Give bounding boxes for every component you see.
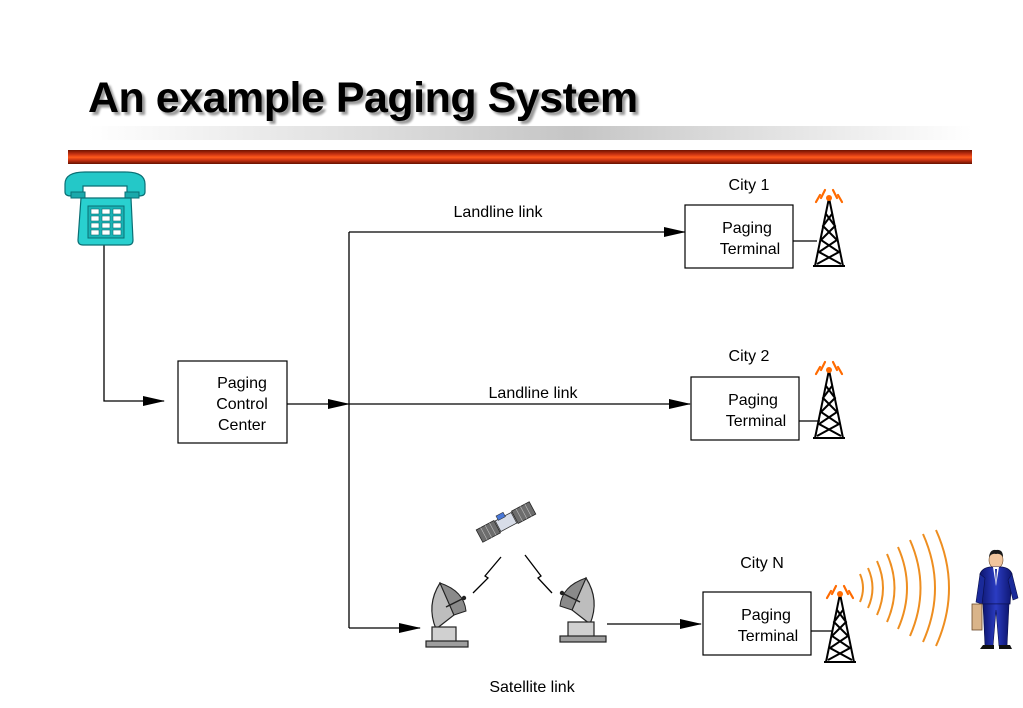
control-center-label-line-1: Paging <box>217 375 267 392</box>
landline-link-label-1: Landline link <box>454 204 544 221</box>
city-n-terminal-label-line-1: Paging <box>741 607 791 624</box>
control-center-label-line-3: Center <box>218 417 267 434</box>
city-2-terminal-label-line-2: Terminal <box>726 413 786 430</box>
city-n-paging-terminal <box>702 591 812 656</box>
connector-lines <box>103 227 833 633</box>
slide-title: An example Paging System <box>88 74 638 122</box>
city-2-label: City 2 <box>729 348 770 365</box>
city-n-label: City N <box>740 555 784 572</box>
businessman-icon <box>971 549 1019 649</box>
city-1-terminal-label-line-2: Terminal <box>720 241 780 258</box>
satellite-icon <box>475 501 537 543</box>
paging-control-center: Paging Control Center <box>177 360 288 444</box>
accent-bar <box>68 150 972 164</box>
radio-waves-icon <box>859 529 950 647</box>
city-n-terminal-label-line-2: Terminal <box>738 628 798 645</box>
city-1-paging-terminal <box>684 204 794 269</box>
control-center-label-line-2: Control <box>216 396 268 413</box>
uplink-zigzag <box>472 556 502 594</box>
city-2-group: City 2 Paging Terminal <box>690 348 800 441</box>
radio-tower-icon <box>813 188 845 267</box>
city-2-paging-terminal <box>690 376 800 441</box>
satellite-link-label: Satellite link <box>489 679 575 696</box>
radio-tower-icon <box>813 360 845 439</box>
city-1-group: City 1 Paging Terminal <box>684 177 794 269</box>
city-1-terminal-label-line-1: Paging <box>722 220 772 237</box>
city-1-label: City 1 <box>729 177 770 194</box>
telephone-icon <box>64 171 146 246</box>
landline-link-label-2: Landline link <box>489 385 579 402</box>
phone-to-center-line <box>103 245 165 406</box>
city-n-group: City N Paging Terminal <box>702 555 812 656</box>
satellite-dish-icon <box>559 576 607 643</box>
city-2-terminal-label-line-1: Paging <box>728 392 778 409</box>
satellite-dish-icon <box>425 581 469 648</box>
radio-tower-icon <box>824 584 856 663</box>
title-shadow-band <box>88 126 972 140</box>
downlink-zigzag <box>524 554 553 594</box>
